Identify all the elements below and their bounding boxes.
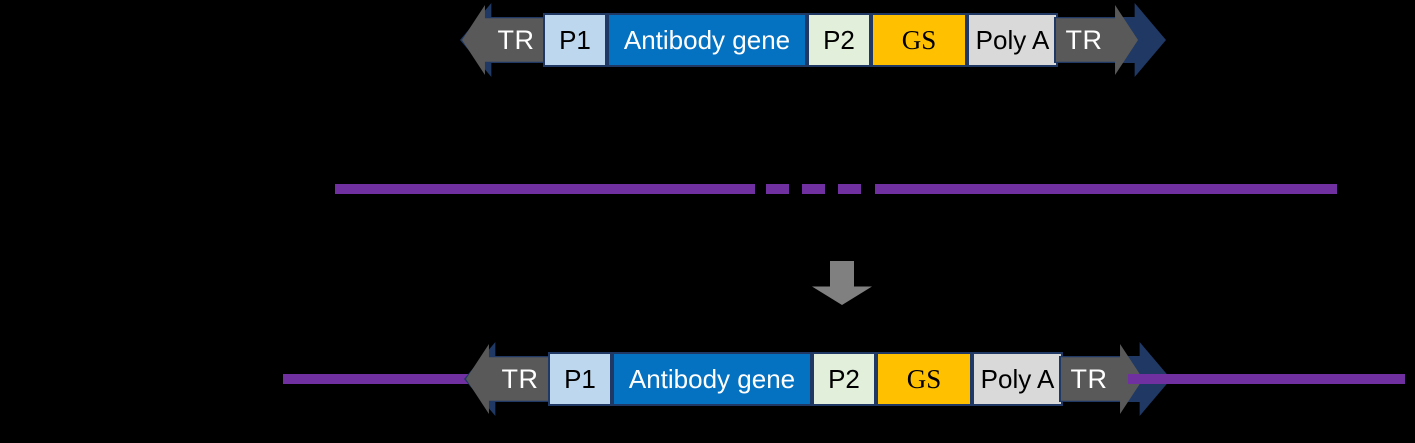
bottom-tr-left-label: TR (501, 363, 539, 394)
antibody-gene-box[interactable]: Antibody gene (607, 13, 807, 67)
tr-right-arrow[interactable]: TR (1056, 5, 1138, 75)
bottom-gs-marker-box[interactable]: GS (876, 352, 972, 406)
genome-break-dash-3 (838, 184, 861, 194)
gs-marker-box[interactable]: GS (871, 13, 967, 67)
polya-box[interactable]: Poly A (967, 13, 1058, 67)
bottom-antibody-gene-box[interactable]: Antibody gene (612, 352, 812, 406)
tr-right-label: TR (1065, 24, 1103, 55)
bottom-polya-box[interactable]: Poly A (972, 352, 1063, 406)
flank-left-strand (283, 374, 483, 384)
bottom-p1-label: P1 (564, 364, 596, 394)
bottom-p2-label: P2 (828, 364, 860, 394)
bottom-antibody-gene-label: Antibody gene (628, 364, 796, 394)
bottom-tr-right-label: TR (1070, 363, 1108, 394)
tr-left-arrow[interactable]: TR (462, 5, 544, 75)
antibody-gene-label: Antibody gene (623, 25, 791, 55)
p2-promoter-box[interactable]: P2 (807, 13, 871, 67)
integration-step-arrow (812, 261, 872, 305)
bottom-p1-promoter-box[interactable]: P1 (548, 352, 612, 406)
bottom-gs-label: GS (906, 363, 942, 394)
p1-promoter-box[interactable]: P1 (543, 13, 607, 67)
p2-label: P2 (823, 25, 855, 55)
bottom-construct: TR P1 Antibody gene P2 GS Poly A TR (0, 342, 1415, 416)
genome-break-dash-1 (766, 184, 789, 194)
p1-label: P1 (559, 25, 591, 55)
gs-label: GS (901, 24, 937, 55)
bottom-p2-promoter-box[interactable]: P2 (812, 352, 876, 406)
polya-label: Poly A (975, 25, 1050, 55)
bottom-tr-left-arrow[interactable]: TR (466, 344, 548, 414)
tr-left-label: TR (497, 24, 535, 55)
genome-segment-right (875, 184, 1337, 194)
top-construct: TR P1 Antibody gene P2 GS Poly A TR (0, 3, 1415, 77)
bottom-polya-label: Poly A (980, 364, 1055, 394)
genome-segment-left (335, 184, 755, 194)
genome-break-dash-2 (802, 184, 825, 194)
flank-right-strand (1128, 374, 1405, 384)
